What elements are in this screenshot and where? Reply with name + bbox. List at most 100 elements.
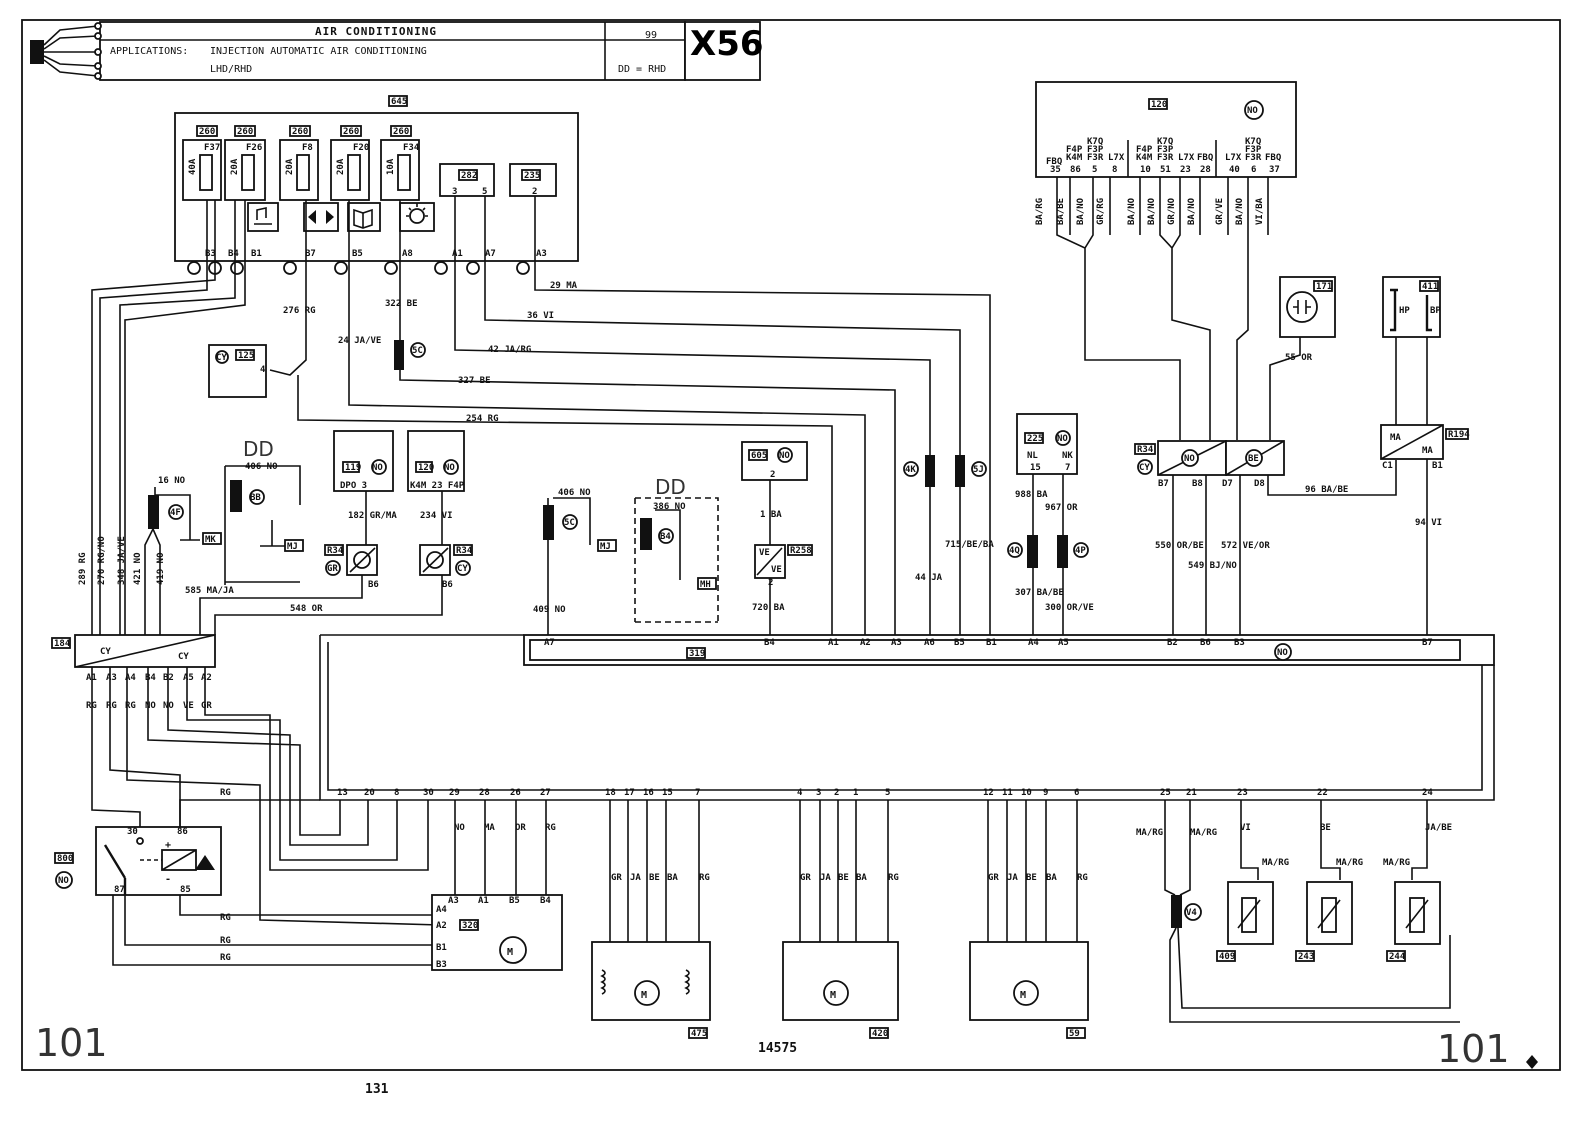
splice-5c xyxy=(394,340,404,370)
svg-text:JA: JA xyxy=(820,873,831,883)
svg-text:184: 184 xyxy=(54,639,71,649)
svg-text:11: 11 xyxy=(1002,788,1013,798)
svg-text:RG: RG xyxy=(1077,873,1088,883)
svg-text:A3: A3 xyxy=(536,249,547,259)
svg-text:20A: 20A xyxy=(336,158,346,175)
svg-text:4: 4 xyxy=(260,365,266,375)
diode-icon xyxy=(195,855,215,870)
svg-text:NO: NO xyxy=(145,701,156,711)
svg-text:572 VE/OR: 572 VE/OR xyxy=(1221,541,1270,551)
pressure-switch-icon xyxy=(1286,291,1318,323)
svg-text:L7X: L7X xyxy=(1178,153,1195,163)
svg-text:234 VI: 234 VI xyxy=(420,511,453,521)
svg-text:322 BE: 322 BE xyxy=(385,299,418,309)
svg-text:RG: RG xyxy=(220,913,231,923)
svg-text:B2: B2 xyxy=(1167,638,1178,648)
svg-text:5C: 5C xyxy=(412,346,423,356)
harness-logo-icon xyxy=(30,22,102,80)
svg-text:15: 15 xyxy=(662,788,673,798)
svg-text:F34: F34 xyxy=(403,143,420,153)
svg-text:L7X: L7X xyxy=(1108,153,1125,163)
svg-text:B1: B1 xyxy=(251,249,262,259)
svg-text:R258: R258 xyxy=(790,546,812,556)
svg-text:B5: B5 xyxy=(954,638,965,648)
svg-text:27: 27 xyxy=(540,788,551,798)
svg-text:282: 282 xyxy=(461,171,477,181)
svg-text:B4: B4 xyxy=(145,673,156,683)
svg-text:BA/RG: BA/RG xyxy=(1035,198,1045,225)
svg-text:4P: 4P xyxy=(1075,546,1086,556)
svg-text:GR: GR xyxy=(327,564,338,574)
svg-text:MA: MA xyxy=(484,823,495,833)
svg-text:DD: DD xyxy=(655,475,686,499)
svg-text:VE: VE xyxy=(183,701,194,711)
svg-text:235: 235 xyxy=(524,171,540,181)
svg-text:120: 120 xyxy=(1151,100,1167,110)
svg-text:DPO 3: DPO 3 xyxy=(340,481,367,491)
svg-text:10: 10 xyxy=(1140,165,1151,175)
svg-text:BA/BE: BA/BE xyxy=(1056,198,1066,225)
svg-text:-: - xyxy=(165,874,171,885)
svg-text:20: 20 xyxy=(364,788,375,798)
diamond-icon xyxy=(1526,1055,1538,1069)
svg-text:K7Q: K7Q xyxy=(1157,137,1174,147)
svg-text:A4: A4 xyxy=(1028,638,1039,648)
motor-icon xyxy=(499,936,527,964)
blower-320 xyxy=(431,894,563,971)
footer-left-number: 101 xyxy=(35,1021,108,1065)
svg-text:119: 119 xyxy=(345,463,361,473)
svg-text:A5: A5 xyxy=(183,673,194,683)
svg-text:MA/RG: MA/RG xyxy=(1383,858,1410,868)
svg-text:300 OR/VE: 300 OR/VE xyxy=(1045,603,1094,613)
svg-text:FBQ: FBQ xyxy=(1197,153,1214,163)
svg-text:348 JA/VE: 348 JA/VE xyxy=(117,536,127,585)
svg-text:720 BA: 720 BA xyxy=(752,603,785,613)
svg-text:RG: RG xyxy=(220,936,231,946)
applications-value: INJECTION AUTOMATIC AIR CONDITIONING xyxy=(210,46,427,57)
svg-text:29 MA: 29 MA xyxy=(550,281,578,291)
svg-text:4: 4 xyxy=(797,788,803,798)
svg-text:MH: MH xyxy=(700,580,711,590)
svg-text:NL: NL xyxy=(1027,451,1038,461)
svg-text:16 NO: 16 NO xyxy=(158,476,186,486)
svg-text:BA/NO: BA/NO xyxy=(1127,197,1137,225)
svg-text:R34: R34 xyxy=(327,546,344,556)
svg-text:419 NO: 419 NO xyxy=(156,552,166,585)
svg-text:4K: 4K xyxy=(905,465,916,475)
svg-text:NO: NO xyxy=(372,463,383,473)
svg-text:270 RG/NO: 270 RG/NO xyxy=(97,536,107,585)
svg-text:BE: BE xyxy=(1248,454,1259,464)
svg-text:29: 29 xyxy=(449,788,460,798)
svg-text:B6: B6 xyxy=(442,580,453,590)
applications-label: APPLICATIONS: xyxy=(110,46,188,57)
svg-text:B4: B4 xyxy=(660,532,671,542)
svg-text:475: 475 xyxy=(691,1029,707,1039)
svg-text:M: M xyxy=(641,990,647,1001)
svg-text:BE: BE xyxy=(649,873,660,883)
header-box xyxy=(99,21,686,81)
svg-text:85: 85 xyxy=(180,885,191,895)
svg-text:MJ: MJ xyxy=(287,542,298,552)
page-number: 131 xyxy=(365,1082,389,1097)
svg-text:HP: HP xyxy=(1399,306,1410,316)
svg-text:23: 23 xyxy=(1237,788,1248,798)
svg-text:V4: V4 xyxy=(1186,908,1197,918)
svg-text:30: 30 xyxy=(423,788,434,798)
svg-text:A8: A8 xyxy=(402,249,413,259)
svg-text:B7: B7 xyxy=(1158,479,1169,489)
svg-text:MA: MA xyxy=(1390,433,1401,443)
header-page-code: 99 xyxy=(645,30,657,41)
svg-text:B1: B1 xyxy=(436,943,447,953)
svg-text:K7Q: K7Q xyxy=(1245,137,1262,147)
svg-text:L7X: L7X xyxy=(1225,153,1242,163)
svg-text:BE: BE xyxy=(1026,873,1037,883)
splice-bb xyxy=(230,480,242,512)
svg-text:NK: NK xyxy=(1062,451,1073,461)
svg-text:B1: B1 xyxy=(1432,461,1443,471)
svg-text:B8: B8 xyxy=(1192,479,1203,489)
svg-text:NO: NO xyxy=(444,463,455,473)
svg-text:JA/BE: JA/BE xyxy=(1425,823,1452,833)
